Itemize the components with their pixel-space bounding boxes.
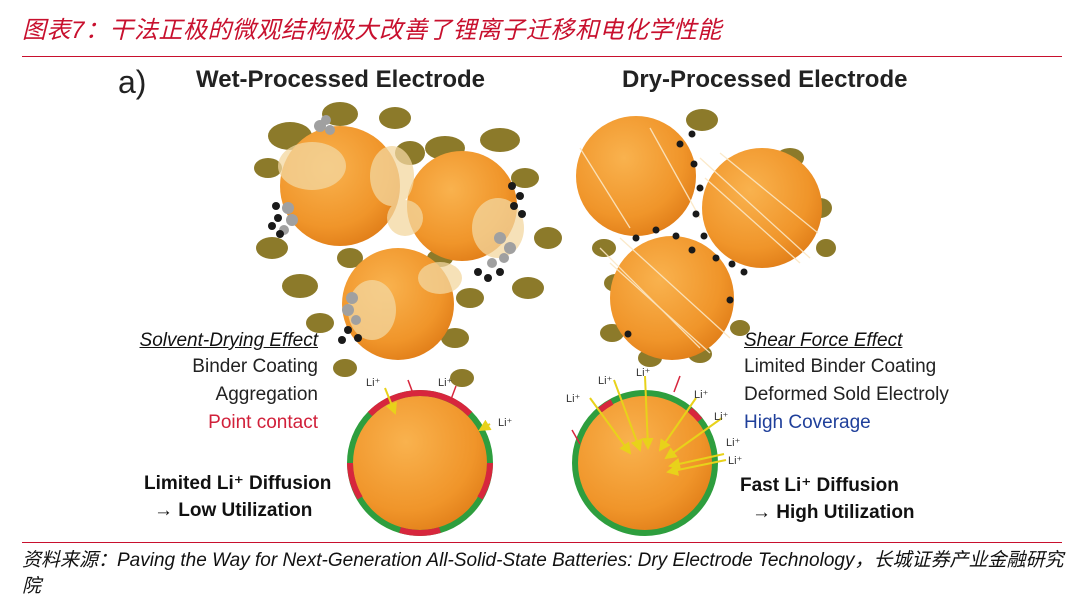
dry-effect-heading: Shear Force Effect — [744, 330, 902, 352]
dry-li-label: Li⁺ — [694, 388, 708, 401]
panel-label: a) — [118, 64, 146, 101]
wet-effect-heading: Solvent-Drying Effect — [140, 330, 318, 352]
dry-effect-item: Limited Binder Coating — [744, 356, 936, 378]
dry-particle-1 — [576, 116, 696, 236]
figure-caption: 图表7：干法正极的微观结构极大改善了锂离子迁移和电化学性能 — [22, 10, 722, 45]
dry-li-label: Li⁺ — [566, 392, 580, 405]
dry-li-label: Li⁺ — [726, 436, 740, 449]
wet-li-label: Li⁺ — [438, 376, 452, 389]
electrode-illustration — [0, 58, 1080, 542]
dry-electrode-cluster — [576, 109, 836, 367]
dry-li-label: Li⁺ — [714, 410, 728, 423]
dry-li-label: Li⁺ — [728, 454, 742, 467]
dry-diffusion-text: Fast Li⁺ Diffusion — [740, 474, 899, 497]
dry-particle-2 — [702, 148, 822, 268]
wet-utilization-text: → Low Utilization — [154, 500, 312, 522]
dry-li-label: Li⁺ — [636, 366, 650, 379]
caption-divider — [22, 56, 1062, 57]
dry-utilization-text: → High Utilization — [752, 502, 915, 524]
wet-effect-item: Binder Coating — [192, 356, 318, 378]
wet-li-label: Li⁺ — [366, 376, 380, 389]
dry-li-label: Li⁺ — [598, 374, 612, 387]
wet-diffusion-particle — [350, 380, 490, 533]
wet-li-label: Li⁺ — [498, 416, 512, 429]
wet-effect-item: Point contact — [208, 412, 318, 434]
wet-effect-item: Aggregation — [216, 384, 318, 406]
wet-diffusion-text: Limited Li⁺ Diffusion — [144, 472, 331, 495]
dry-effect-item: High Coverage — [744, 412, 871, 434]
dry-panel-title: Dry-Processed Electrode — [622, 66, 907, 94]
wet-panel-title: Wet-Processed Electrode — [196, 66, 485, 94]
source-note: 资料来源：Paving the Way for Next-Generation … — [22, 548, 1072, 600]
source-divider — [22, 542, 1062, 543]
electrode-figure: Li⁺ Li⁺ Li⁺ Li⁺ Li⁺ Li⁺ Li⁺ Li⁺ Li⁺ Li⁺ … — [0, 58, 1080, 542]
dry-effect-item: Deformed Sold Electroly — [744, 384, 949, 406]
